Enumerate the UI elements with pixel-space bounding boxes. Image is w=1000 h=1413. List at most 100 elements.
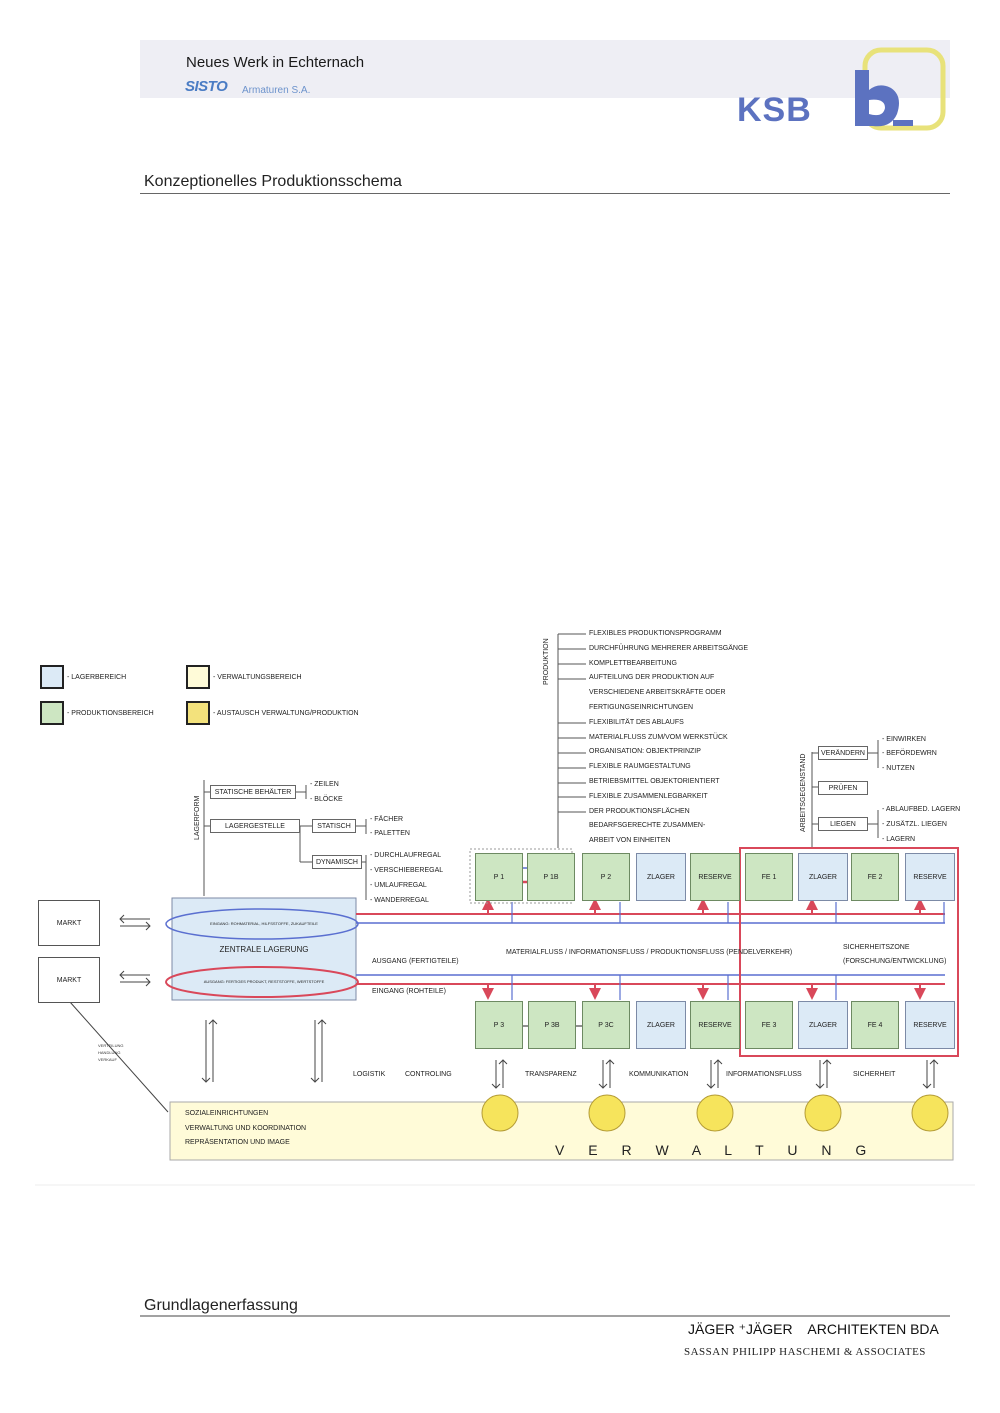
- box-fe1: FE 1: [745, 853, 793, 901]
- list-item: ARBEIT VON EINHEITEN: [589, 837, 671, 845]
- market-box: MARKT: [38, 900, 100, 946]
- list-item: FLEXIBLES PRODUKTIONSPROGRAMM: [589, 630, 722, 637]
- market-box: MARKT: [38, 957, 100, 1003]
- statische-item: - BLÖCKE: [310, 796, 343, 803]
- function-label: CONTROLING: [405, 1071, 452, 1078]
- architects-name: JÄGER ⁺JÄGER ARCHITEKTEN BDA: [688, 1321, 939, 1337]
- legend-swatch-lager: [40, 665, 64, 689]
- project-title: Neues Werk in Echternach: [186, 54, 365, 71]
- verwaltung-line: VERWALTUNG UND KOORDINATION: [185, 1125, 307, 1132]
- flow-ausgang: AUSGANG (FERTIGTEILE): [372, 958, 459, 965]
- sicherheitszone-label: SICHERHEITSZONE: [843, 944, 910, 951]
- box-p2: P 2: [582, 853, 630, 901]
- function-label: SICHERHEIT: [853, 1071, 896, 1078]
- statische-behaelter-box: STATISCHE BEHÄLTER: [210, 785, 296, 799]
- sicherheitszone-sub: (FORSCHUNG/ENTWICKLUNG): [843, 958, 947, 965]
- list-item: DER PRODUKTIONSFLÄCHEN: [589, 807, 690, 815]
- lagerform-label: LAGERFORM: [194, 795, 201, 840]
- veraendern-item: - BEFÖRDEWRN: [882, 750, 937, 757]
- box-p3c: P 3C: [582, 1001, 630, 1049]
- veraendern-item: - NUTZEN: [882, 765, 915, 772]
- verwaltung-line: SOZIALEINRICHTUNGEN: [185, 1110, 269, 1117]
- legend-swatch-austausch: [186, 701, 210, 725]
- legend-lager: - LAGERBEREICH: [67, 674, 127, 681]
- box-reserve: RESERVE: [690, 853, 740, 901]
- statische-item: - ZEILEN: [310, 781, 339, 788]
- box-fe4: FE 4: [851, 1001, 899, 1049]
- dynamisch-box: DYNAMISCH: [312, 855, 362, 869]
- list-item: BEDARFSGERECHTE ZUSAMMEN-: [589, 822, 706, 830]
- function-label: KOMMUNIKATION: [629, 1071, 689, 1078]
- statisch-item: - FÄCHER: [370, 816, 404, 823]
- list-item: KOMPLETTBEARBEITUNG: [589, 659, 677, 667]
- box-zlager: ZLAGER: [798, 1001, 848, 1049]
- sisto-logo: SISTO: [185, 78, 228, 95]
- liegen-box: LIEGEN: [818, 817, 868, 831]
- list-item: FLEXIBILITÄT DES ABLAUFS: [589, 718, 684, 726]
- statisch-item: - PALETTEN: [370, 830, 410, 837]
- statisch-box: STATISCH: [312, 819, 356, 833]
- vertrieb-item: HANDLUNG: [98, 1049, 121, 1055]
- list-item: FLEXIBLE RAUMGESTALTUNG: [589, 763, 691, 771]
- verwaltung-line: REPRÄSENTATION UND IMAGE: [185, 1139, 290, 1146]
- function-label: INFORMATIONSFLUSS: [726, 1071, 802, 1078]
- company-subtitle: Armaturen S.A.: [242, 85, 311, 96]
- list-item: FERTIGUNGSEINRICHTUNGEN: [589, 703, 694, 711]
- produktion-label: PRODUKTION: [543, 638, 550, 685]
- vertrieb-item: VERKAUF: [98, 1056, 117, 1062]
- legend-verwaltung: - VERWALTUNGSBEREICH: [213, 674, 302, 681]
- liegen-item: - ZUSÄTZL. LIEGEN: [882, 821, 947, 828]
- box-p1b: P 1B: [527, 853, 575, 901]
- lagergestelle-box: LAGERGESTELLE: [210, 819, 300, 833]
- title-rule: [140, 193, 950, 194]
- box-fe3: FE 3: [745, 1001, 793, 1049]
- dynamisch-item: - WANDERREGAL: [370, 897, 429, 904]
- ksb-logo-text: KSB: [737, 91, 812, 129]
- zentral-title: ZENTRALE LAGERUNG: [219, 945, 309, 954]
- verwaltung-title: V E R W A L T U N G: [555, 1142, 877, 1158]
- veraendern-box: VERÄNDERN: [818, 746, 868, 760]
- box-fe2: FE 2: [851, 853, 899, 901]
- arbeitsgegenstand-label: ARBEITSGEGENSTAND: [800, 753, 807, 832]
- header-band: [140, 40, 950, 98]
- list-item: ORGANISATION: OBJEKTPRINZIP: [589, 748, 701, 756]
- box-reserve: RESERVE: [905, 853, 955, 901]
- function-label: LOGISTIK: [353, 1071, 386, 1078]
- dynamisch-item: - UMLAUFREGAL: [370, 882, 427, 889]
- list-item: MATERIALFLUSS ZUM/VOM WERKSTÜCK: [589, 733, 728, 741]
- ksb-logo-mark: [855, 47, 946, 131]
- box-p3: P 3: [475, 1001, 523, 1049]
- box-zlager: ZLAGER: [636, 1001, 686, 1049]
- list-item: FLEXIBLE ZUSAMMENLEGBARKEIT: [589, 792, 708, 800]
- legend-swatch-verwaltung: [186, 665, 210, 689]
- list-item: BETRIEBSMITTEL OBJEKTORIENTIERT: [589, 777, 720, 785]
- box-zlager: ZLAGER: [636, 853, 686, 901]
- legend-produktion: - PRODUKTIONSBEREICH: [67, 710, 154, 717]
- list-item: VERSCHIEDENE ARBEITSKRÄFTE ODER: [589, 689, 726, 697]
- function-label: TRANSPARENZ: [525, 1071, 577, 1078]
- section-title: Konzeptionelles Produktionsschema: [144, 173, 402, 190]
- box-p1: P 1: [475, 853, 523, 901]
- associates-name: SASSAN PHILIPP HASCHEMI & ASSOCIATES: [684, 1346, 926, 1358]
- box-p3b: P 3B: [528, 1001, 576, 1049]
- liegen-item: - ABLAUFBED. LAGERN: [882, 806, 961, 813]
- pruefen-box: PRÜFEN: [818, 781, 868, 795]
- dynamisch-item: - VERSCHIEBEREGAL: [370, 867, 444, 874]
- vertrieb-item: VERTEILUNG: [98, 1043, 124, 1048]
- legend-swatch-produktion: [40, 701, 64, 725]
- flow-main-label: MATERIALFLUSS / INFORMATIONSFLUSS / PROD…: [506, 949, 793, 956]
- legend-austausch: - AUSTAUSCH VERWALTUNG/PRODUKTION: [213, 710, 359, 717]
- list-item: AUFTEILUNG DER PRODUKTION AUF: [589, 674, 715, 682]
- zentral-eingang: EINGANG: ROHMATERIAL, HILFSSTOFFE, ZUKAU…: [210, 921, 318, 926]
- dynamisch-item: - DURCHLAUFREGAL: [370, 852, 442, 859]
- zentral-ausgang: AUSGANG: FERTIGES PRODUKT, RESTSTOFFE, W…: [203, 979, 325, 984]
- box-reserve: RESERVE: [690, 1001, 740, 1049]
- list-item: DURCHFÜHRUNG MEHRERER ARBEITSGÄNGE: [589, 644, 749, 652]
- box-reserve: RESERVE: [905, 1001, 955, 1049]
- vertrieb-labels: VERTEILUNG HANDLUNG VERKAUF: [98, 1043, 124, 1063]
- liegen-item: - LAGERN: [882, 836, 916, 843]
- box-zlager: ZLAGER: [798, 853, 848, 901]
- produktion-list: FLEXIBLES PRODUKTIONSPROGRAMM DURCHFÜHRU…: [589, 630, 748, 852]
- footer-section-title: Grundlagenerfassung: [144, 1297, 298, 1314]
